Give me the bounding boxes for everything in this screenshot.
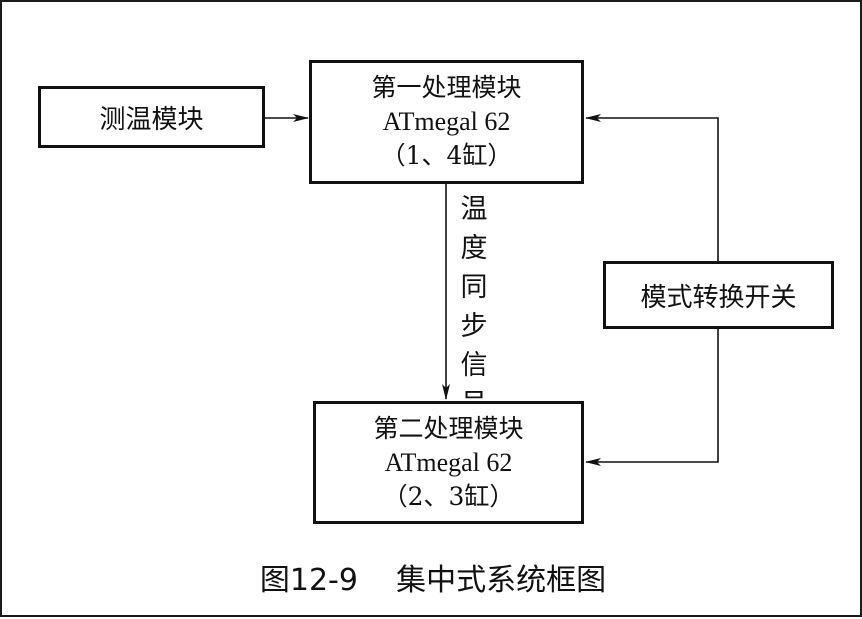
proc1-chip: ATmegal 62 [382, 107, 511, 136]
sync-signal-label: 温 度 同 步 信 号 [454, 190, 494, 424]
sync-char: 信 [460, 350, 488, 381]
sync-char: 同 [460, 272, 488, 303]
proc2-name: 第二处理模块 [373, 413, 524, 443]
sync-char: 度 [460, 233, 488, 264]
mode-switch-box: 模式转换开关 [603, 261, 834, 329]
second-processing-module-box: 第二处理模块 ATmegal 62 （2、3缸） [313, 401, 584, 524]
arrow-switch-to-proc2 [585, 329, 719, 466]
sync-char: 温 [460, 194, 488, 225]
proc1-name: 第一处理模块 [371, 73, 522, 102]
proc2-cylinders: （2、3缸） [382, 481, 515, 511]
arrow-switch-to-proc1 [585, 114, 719, 261]
first-processing-module-box: 第一处理模块 ATmegal 62 （1、4缸） [309, 60, 584, 184]
temperature-module-label: 测温模块 [99, 104, 204, 135]
proc1-cylinders: （1、4缸） [380, 141, 513, 170]
figure-caption: 图12-9 集中式系统框图 [259, 563, 607, 598]
proc2-chip: ATmegal 62 [384, 447, 513, 477]
sync-char: 步 [460, 311, 488, 342]
mode-switch-label: 模式转换开关 [640, 282, 797, 313]
temperature-module-box: 测温模块 [38, 86, 265, 148]
